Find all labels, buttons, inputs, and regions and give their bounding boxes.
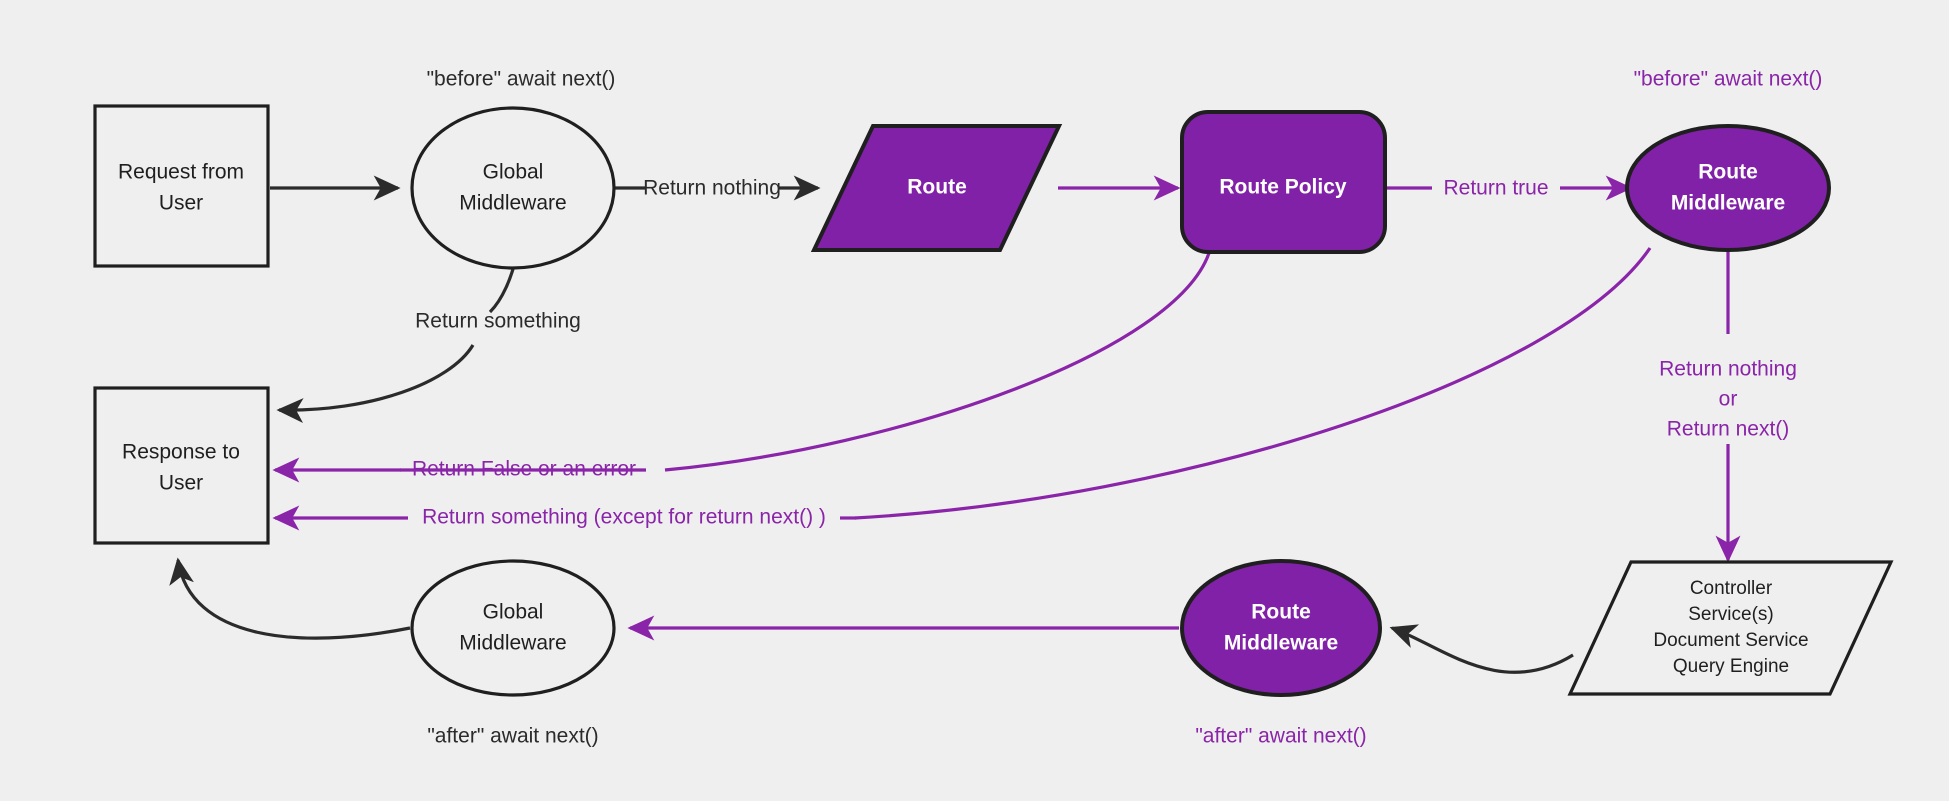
edge-global-middleware-bottom-to-response [169, 557, 411, 640]
response-to-user-rect [93, 386, 270, 545]
edge-policy-return-false-curve [664, 249, 1212, 472]
controller-stack-label-line4: Query Engine [1673, 656, 1789, 677]
annotation-after-await-next-global: "after" await next() [427, 725, 598, 748]
node-route-middleware-bottom[interactable]: Route Middleware [1180, 559, 1382, 697]
route-label: Route [907, 176, 967, 199]
route-middleware-bottom-ellipse [1180, 559, 1382, 697]
controller-stack-parallelogram [1567, 560, 1894, 696]
request-from-user-label-line1: Request from [118, 161, 244, 184]
route-middleware-top-ellipse [1625, 124, 1831, 252]
edge-label-return-false-or-error: Return False or an error [412, 458, 636, 481]
annotation-after-await-next-route: "after" await next() [1195, 725, 1366, 748]
node-response-to-user[interactable]: Response to User [93, 386, 270, 545]
request-from-user-label-line2: User [159, 192, 203, 215]
edge-label-return-nothing-or-next-line3: Return next() [1667, 418, 1790, 441]
global-middleware-top-ellipse [410, 106, 616, 270]
response-to-user-label-line2: User [159, 472, 203, 495]
global-middleware-bottom-label-line2: Middleware [459, 632, 566, 655]
annotation-before-await-next-global: "before" await next() [427, 68, 616, 91]
edge-label-return-something-top: Return something [415, 310, 581, 333]
route-middleware-bottom-label-line1: Route [1251, 601, 1311, 624]
response-to-user-label-line1: Response to [122, 441, 240, 464]
route-middleware-top-label-line1: Route [1698, 161, 1758, 184]
controller-stack-label-line3: Document Service [1653, 630, 1808, 651]
node-request-from-user[interactable]: Request from User [93, 104, 270, 268]
annotation-before-await-next-route: "before" await next() [1634, 68, 1823, 91]
route-middleware-bottom-label-line2: Middleware [1224, 632, 1338, 655]
edge-label-return-nothing-or-next-line1: Return nothing [1659, 358, 1797, 381]
node-route-middleware-top[interactable]: Route Middleware [1625, 124, 1831, 252]
route-policy-rect [1180, 110, 1387, 254]
node-global-middleware-top[interactable]: Global Middleware [410, 106, 616, 270]
route-middleware-top-label-line2: Middleware [1671, 192, 1785, 215]
global-middleware-top-label-line1: Global [483, 161, 544, 184]
edge-middleware-return-something-curve [854, 247, 1652, 520]
edge-global-return-something-seg2 [276, 344, 475, 424]
node-controller-stack[interactable]: Controller Service(s) Document Service Q… [1567, 560, 1894, 696]
node-global-middleware-bottom[interactable]: Global Middleware [410, 559, 616, 697]
edge-label-return-something-except-next: Return something (except for return next… [422, 506, 826, 529]
global-middleware-bottom-label-line1: Global [483, 601, 544, 624]
global-middleware-top-label-line2: Middleware [459, 192, 566, 215]
edge-label-return-nothing: Return nothing [643, 177, 781, 200]
controller-stack-label-line2: Service(s) [1688, 604, 1774, 625]
route-parallelogram [810, 124, 1063, 252]
request-from-user-rect [93, 104, 270, 268]
edge-label-return-nothing-or-next-line2: or [1719, 388, 1738, 411]
edge-controller-to-route-middleware-bottom [1389, 624, 1574, 674]
edge-label-return-true: Return true [1443, 177, 1548, 200]
controller-stack-label-line1: Controller [1690, 578, 1773, 599]
route-policy-label: Route Policy [1219, 176, 1347, 199]
global-middleware-bottom-ellipse [410, 559, 616, 697]
node-route[interactable]: Route [810, 124, 1063, 252]
node-route-policy[interactable]: Route Policy [1180, 110, 1387, 254]
